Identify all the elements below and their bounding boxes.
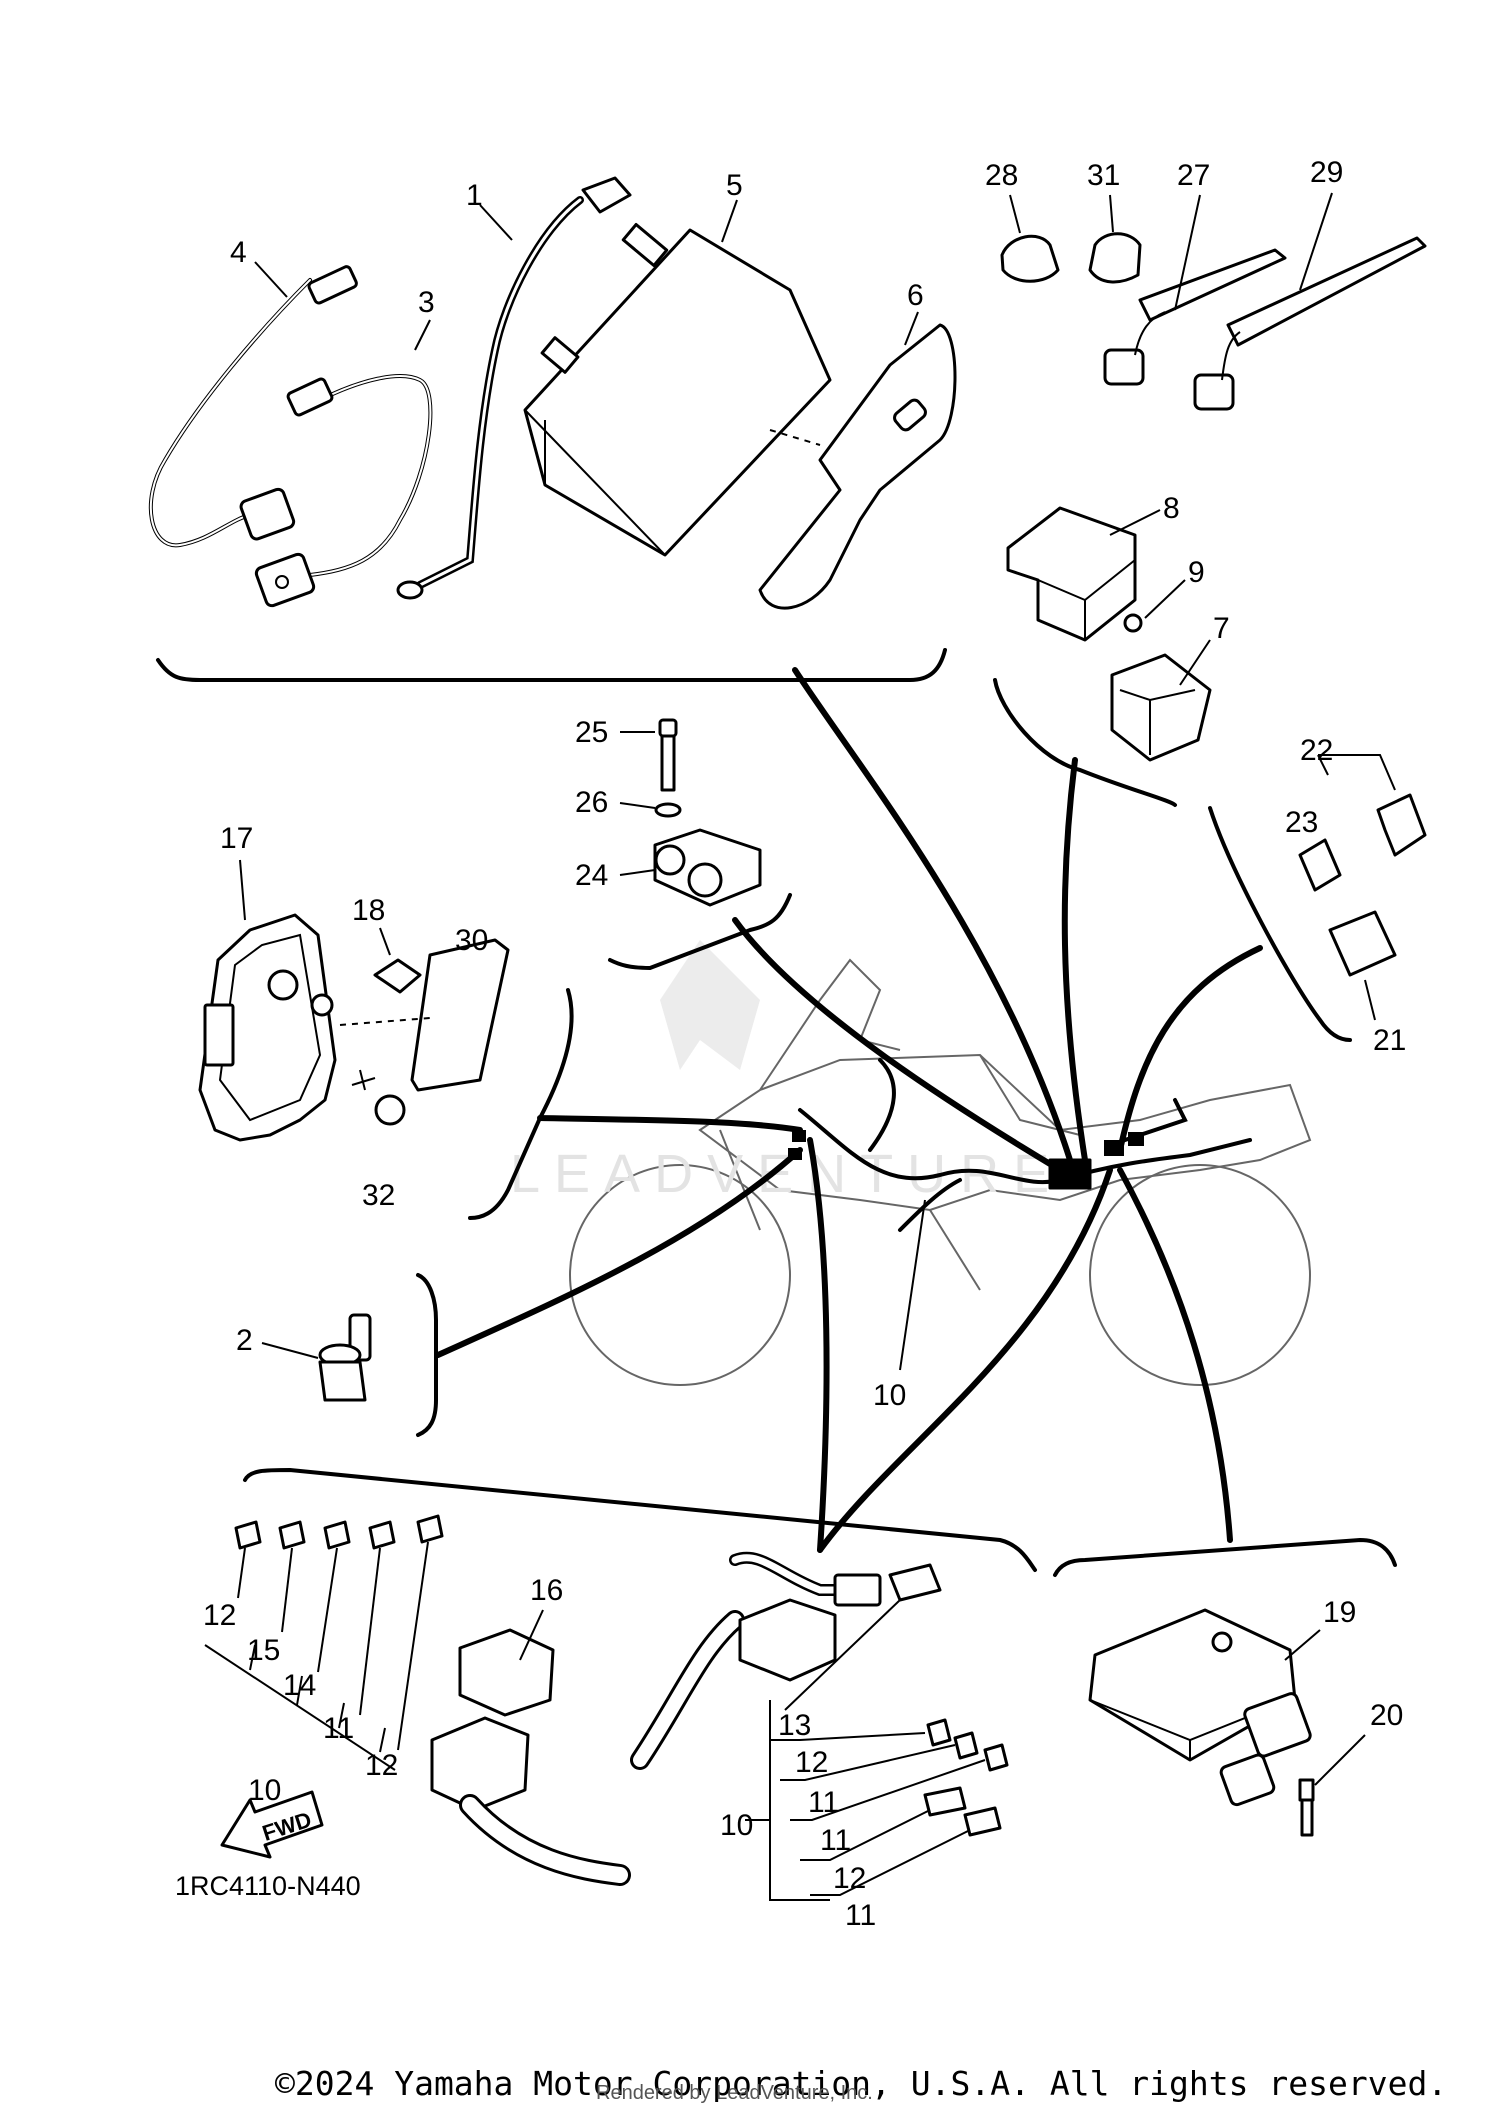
callout-24: 24	[575, 859, 608, 892]
callout-14: 14	[283, 1669, 316, 1702]
battery-group: 1 4 3 5 6	[148, 169, 957, 682]
callout-10-right: 10	[720, 1809, 753, 1842]
callout-1: 1	[466, 179, 483, 212]
fuse-connector-group: 12 15 14 11 12 10 16 FWD 1RC4110-N440	[175, 1467, 1037, 1901]
callout-25: 25	[575, 716, 608, 749]
sensor-lead-3	[254, 374, 433, 608]
callout-12-d: 12	[833, 1862, 866, 1895]
callout-21: 21	[1373, 1024, 1406, 1057]
callout-12-c: 12	[795, 1746, 828, 1779]
callout-11-c: 11	[820, 1824, 851, 1857]
callout-18: 18	[352, 894, 385, 927]
callout-4: 4	[230, 236, 247, 269]
callout-3: 3	[418, 286, 435, 319]
callout-15: 15	[247, 1634, 280, 1667]
bracket-group: 25 26 24	[575, 716, 792, 971]
sensor-lead-4	[148, 265, 358, 548]
callout-12-b: 12	[365, 1749, 398, 1782]
callout-2: 2	[236, 1324, 253, 1357]
callout-22: 22	[1300, 734, 1333, 767]
clamps-and-ties: 28 31 27 29	[985, 156, 1427, 411]
callout-16: 16	[530, 1574, 563, 1607]
group-connectors	[435, 667, 1263, 1553]
battery-band	[758, 323, 957, 610]
sensor-group: 2	[236, 1273, 438, 1437]
leadventure-watermark: LEADVENTURE	[510, 940, 1063, 1204]
callout-17: 17	[220, 822, 253, 855]
copyright-notice: ©2024 Yamaha Motor Corporation, U.S.A. A…	[275, 2064, 1448, 2103]
battery-cable	[396, 176, 632, 600]
callout-9: 9	[1188, 556, 1205, 589]
connector-group: 22 23 21	[1208, 734, 1427, 1057]
callout-5: 5	[726, 169, 743, 202]
fwd-arrow-icon: FWD	[220, 1790, 324, 1859]
callout-31: 31	[1087, 159, 1120, 192]
callout-12-a: 12	[203, 1599, 236, 1632]
callout-26: 26	[575, 786, 608, 819]
starter-relay-group: 8 9 7	[993, 492, 1230, 807]
callout-27: 27	[1177, 159, 1210, 192]
callout-11-d: 11	[845, 1899, 876, 1932]
callout-23: 23	[1285, 806, 1318, 839]
diagram-code: 1RC4110-N440	[175, 1871, 361, 1901]
callout-10-left: 10	[248, 1774, 281, 1807]
callout-6: 6	[907, 279, 924, 312]
callout-7: 7	[1213, 612, 1230, 645]
callout-11-a: 11	[323, 1712, 354, 1745]
callout-10: 10	[873, 1379, 906, 1412]
harness-detail-group: 13 12 11 11 12 11 10	[630, 1551, 1009, 1932]
callout-32: 32	[362, 1179, 395, 1212]
rectifier-group: 19 20	[1053, 1537, 1403, 1837]
wire-harness: 10	[788, 1058, 1252, 1412]
callout-13: 13	[778, 1709, 811, 1742]
callout-20: 20	[1370, 1699, 1403, 1732]
callout-29: 29	[1310, 156, 1343, 189]
watermark-text: LEADVENTURE	[510, 1144, 1063, 1204]
callout-11-b: 11	[808, 1786, 839, 1819]
rendered-by-notice: Rendered by LeadVenture, Inc.	[596, 2082, 873, 2104]
callout-8: 8	[1163, 492, 1180, 525]
callout-19: 19	[1323, 1596, 1356, 1629]
ecu-cover-group: 17 18 30 32	[198, 822, 574, 1220]
battery	[523, 222, 832, 557]
callout-28: 28	[985, 159, 1018, 192]
callout-30: 30	[455, 924, 488, 957]
